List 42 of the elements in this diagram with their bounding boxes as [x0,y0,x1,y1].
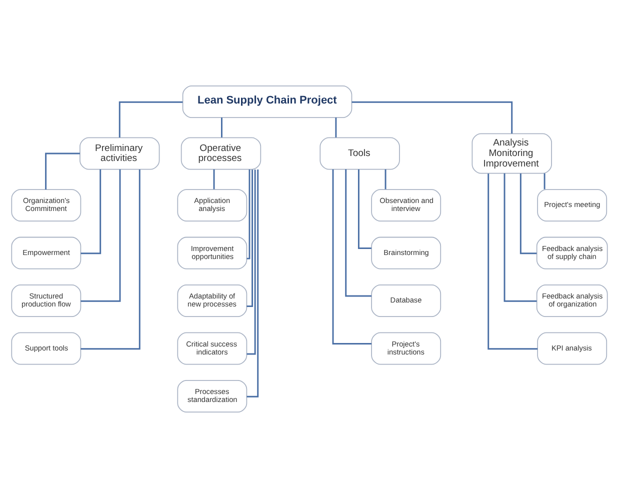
connector [352,101,513,134]
connector [118,101,183,138]
connector [345,169,372,297]
node-box: Empowerment [11,236,82,270]
connector [213,169,215,190]
node-box: Feedback analysis of organization [536,284,608,318]
node-box: Lean Supply Chain Project [182,86,352,118]
connector [335,118,337,138]
connector [80,170,140,350]
node-box: Observation and interview [371,189,442,222]
node-box: KPI analysis [537,332,608,365]
connector [332,169,372,344]
node-box: Application analysis [177,189,248,222]
node-box: Adaptability of new processes [177,284,248,318]
node-box: Support tools [11,332,82,365]
connector [520,173,537,254]
connector [45,152,80,190]
node-box: Operative processes [180,137,262,170]
connector [80,169,121,302]
node-box: Feedback analysis of supply chain [536,236,608,270]
node-box: Analysis Monitoring Improvement [472,133,552,174]
node-box: Project's meeting [537,189,608,222]
connector [246,170,256,355]
connector [384,169,386,190]
node-box: Critical success indicators [177,332,248,365]
connector [246,170,254,308]
connector [80,169,102,254]
node-box: Preliminary activities [80,137,160,170]
node-box: Database [371,284,442,318]
connector [504,173,537,302]
node-box: Structured production flow [11,284,82,318]
connector [544,173,546,190]
connector [488,174,538,350]
node-box: Project's instructions [371,332,442,365]
node-box: Improvement opportunities [177,236,248,270]
node-box: Organization's Commitment [11,189,82,222]
node-box: Tools [320,137,400,170]
connector [220,118,222,138]
connector [246,169,250,260]
node-box: Processes standardization [177,380,248,412]
connector [246,169,259,398]
node-box: Brainstorming [371,236,442,270]
